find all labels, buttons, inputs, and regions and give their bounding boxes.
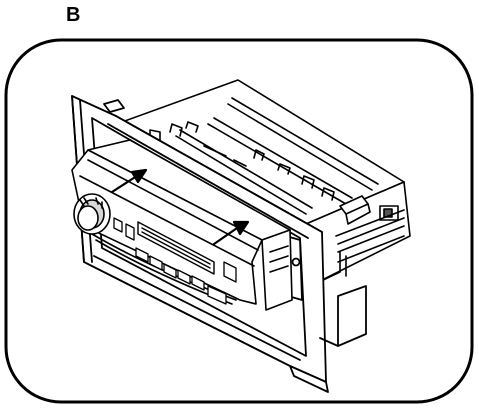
step-label: B bbox=[66, 4, 81, 26]
removal-arrows bbox=[110, 168, 250, 246]
preset-button-row bbox=[113, 217, 237, 305]
display-window bbox=[137, 221, 215, 275]
radio-chassis bbox=[121, 79, 411, 293]
volume-knob bbox=[73, 193, 111, 235]
